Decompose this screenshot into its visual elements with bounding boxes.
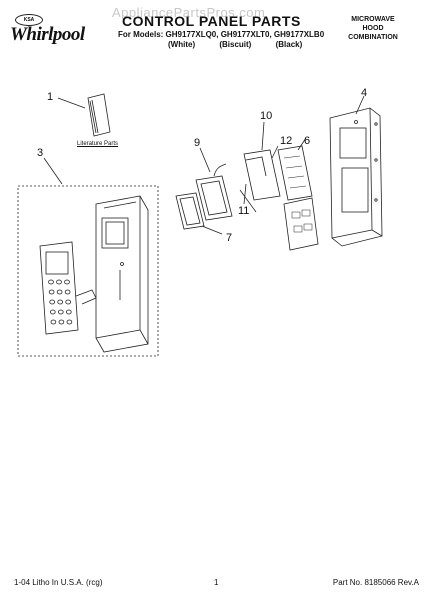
page-title: CONTROL PANEL PARTS xyxy=(122,13,301,29)
color-black: (Black) xyxy=(275,40,303,49)
callout-9: 9 xyxy=(194,137,200,149)
colors-line: (White) (Biscuit) (Black) xyxy=(168,40,324,49)
watermark: AppliancePartsPros.com xyxy=(112,5,266,20)
literature-parts-label: Literature Parts xyxy=(77,141,119,147)
literature-booklet xyxy=(87,93,111,137)
appliance-type-line: COMBINATION xyxy=(348,34,398,41)
callout-12: 12 xyxy=(280,135,292,147)
leader-line-4 xyxy=(355,95,365,115)
callout-11: 11 xyxy=(238,205,249,217)
keypad-key xyxy=(56,279,62,285)
mounting-housing xyxy=(329,107,383,247)
keypad-key xyxy=(49,309,56,315)
leader-line-9 xyxy=(199,147,211,173)
models-line: For Models: GH9177XLQ0, GH9177XLT0, GH91… xyxy=(118,30,325,39)
callout-6: 6 xyxy=(304,135,310,147)
callout-3: 3 xyxy=(37,147,43,159)
keypad-key xyxy=(65,299,71,305)
keypad-key xyxy=(57,299,63,305)
brand-mark-icon: KSA xyxy=(15,14,43,26)
leader-line-1 xyxy=(57,97,86,109)
callout-1: 1 xyxy=(47,91,53,103)
control-panel xyxy=(95,195,149,353)
callout-4: 4 xyxy=(361,87,367,99)
keypad-key xyxy=(50,319,57,325)
leader-line-3 xyxy=(43,157,63,185)
callout-7: 7 xyxy=(226,232,232,244)
keypad-key xyxy=(66,319,73,325)
callout-10: 10 xyxy=(260,110,272,122)
brand-logo: Whirlpool xyxy=(10,24,85,45)
control-panel-assembly-outline xyxy=(17,185,159,357)
leader-line-12 xyxy=(271,145,279,159)
bracket xyxy=(239,149,281,213)
keypad-key xyxy=(57,309,64,315)
keypad-membrane xyxy=(39,241,97,335)
leader-line-6 xyxy=(297,137,307,151)
footer-part-number: Part No. 8185066 Rev.A xyxy=(332,578,419,587)
keypad-key xyxy=(48,279,54,285)
keypad-key xyxy=(64,279,70,285)
control-board-lower xyxy=(283,197,319,251)
keypad-key xyxy=(49,299,55,305)
keypad-key xyxy=(64,289,71,295)
footer-page-number: 1 xyxy=(214,578,219,587)
control-board-upper xyxy=(277,145,313,201)
leader-line-10 xyxy=(261,121,265,151)
appliance-type: MICROWAVE HOOD COMBINATION xyxy=(333,15,413,42)
appliance-type-line: MICROWAVE xyxy=(351,16,395,23)
leader-line-11 xyxy=(243,183,247,205)
leader-line-7 xyxy=(201,225,223,235)
keypad-key xyxy=(56,289,63,295)
color-biscuit: (Biscuit) xyxy=(219,40,252,49)
color-white: (White) xyxy=(168,40,196,49)
display-window xyxy=(195,163,233,221)
footer-litho: 1-04 Litho In U.S.A. (rcg) xyxy=(14,578,103,587)
keypad-key xyxy=(58,319,65,325)
display-lens xyxy=(175,192,205,230)
appliance-type-line: HOOD xyxy=(362,25,384,32)
keypad-key xyxy=(66,309,72,315)
keypad-key xyxy=(48,289,55,295)
